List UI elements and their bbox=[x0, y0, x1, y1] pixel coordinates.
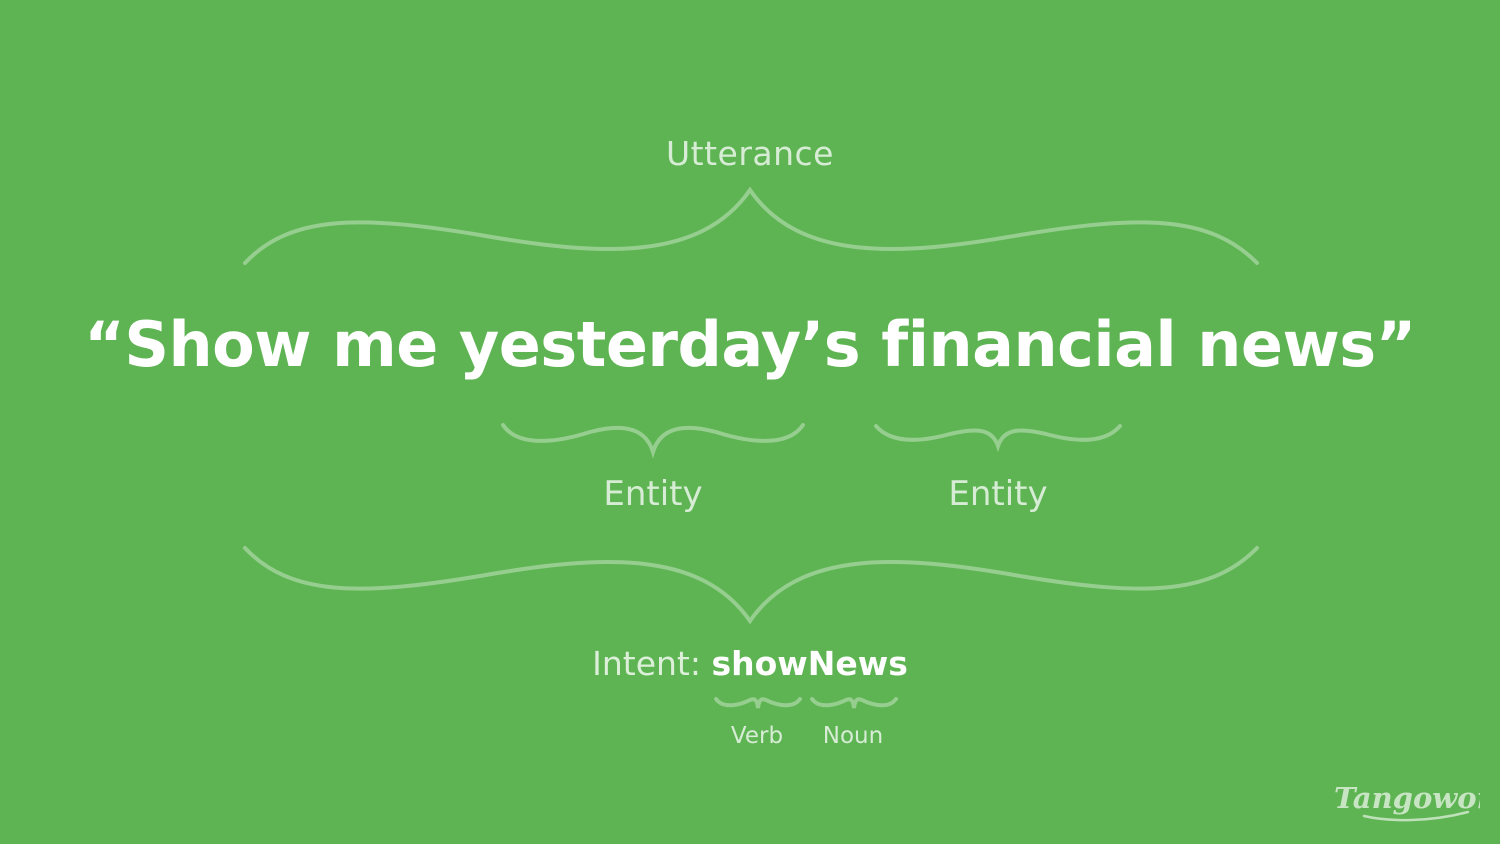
noun-brace bbox=[810, 697, 898, 709]
entity-label-1: Entity bbox=[603, 474, 703, 514]
entity-brace-2 bbox=[874, 424, 1122, 453]
tangowork-logo: Tangowork bbox=[1334, 781, 1480, 822]
intent-name: showNews bbox=[711, 644, 908, 683]
verb-brace bbox=[714, 697, 802, 709]
utterance-brace bbox=[243, 186, 1259, 265]
intent-line: Intent: showNews bbox=[0, 644, 1500, 683]
noun-label: Noun bbox=[822, 723, 884, 749]
utterance-label: Utterance bbox=[666, 134, 834, 173]
example-sentence: “Show me yesterday’s financial news” bbox=[84, 308, 1416, 381]
entity-brace-1 bbox=[501, 423, 805, 459]
verb-label: Verb bbox=[730, 723, 784, 749]
logo-text: Tangowork bbox=[1334, 781, 1480, 815]
intent-prefix: Intent: bbox=[592, 644, 712, 683]
entity-label-2: Entity bbox=[948, 474, 1048, 514]
intent-brace bbox=[243, 546, 1259, 625]
